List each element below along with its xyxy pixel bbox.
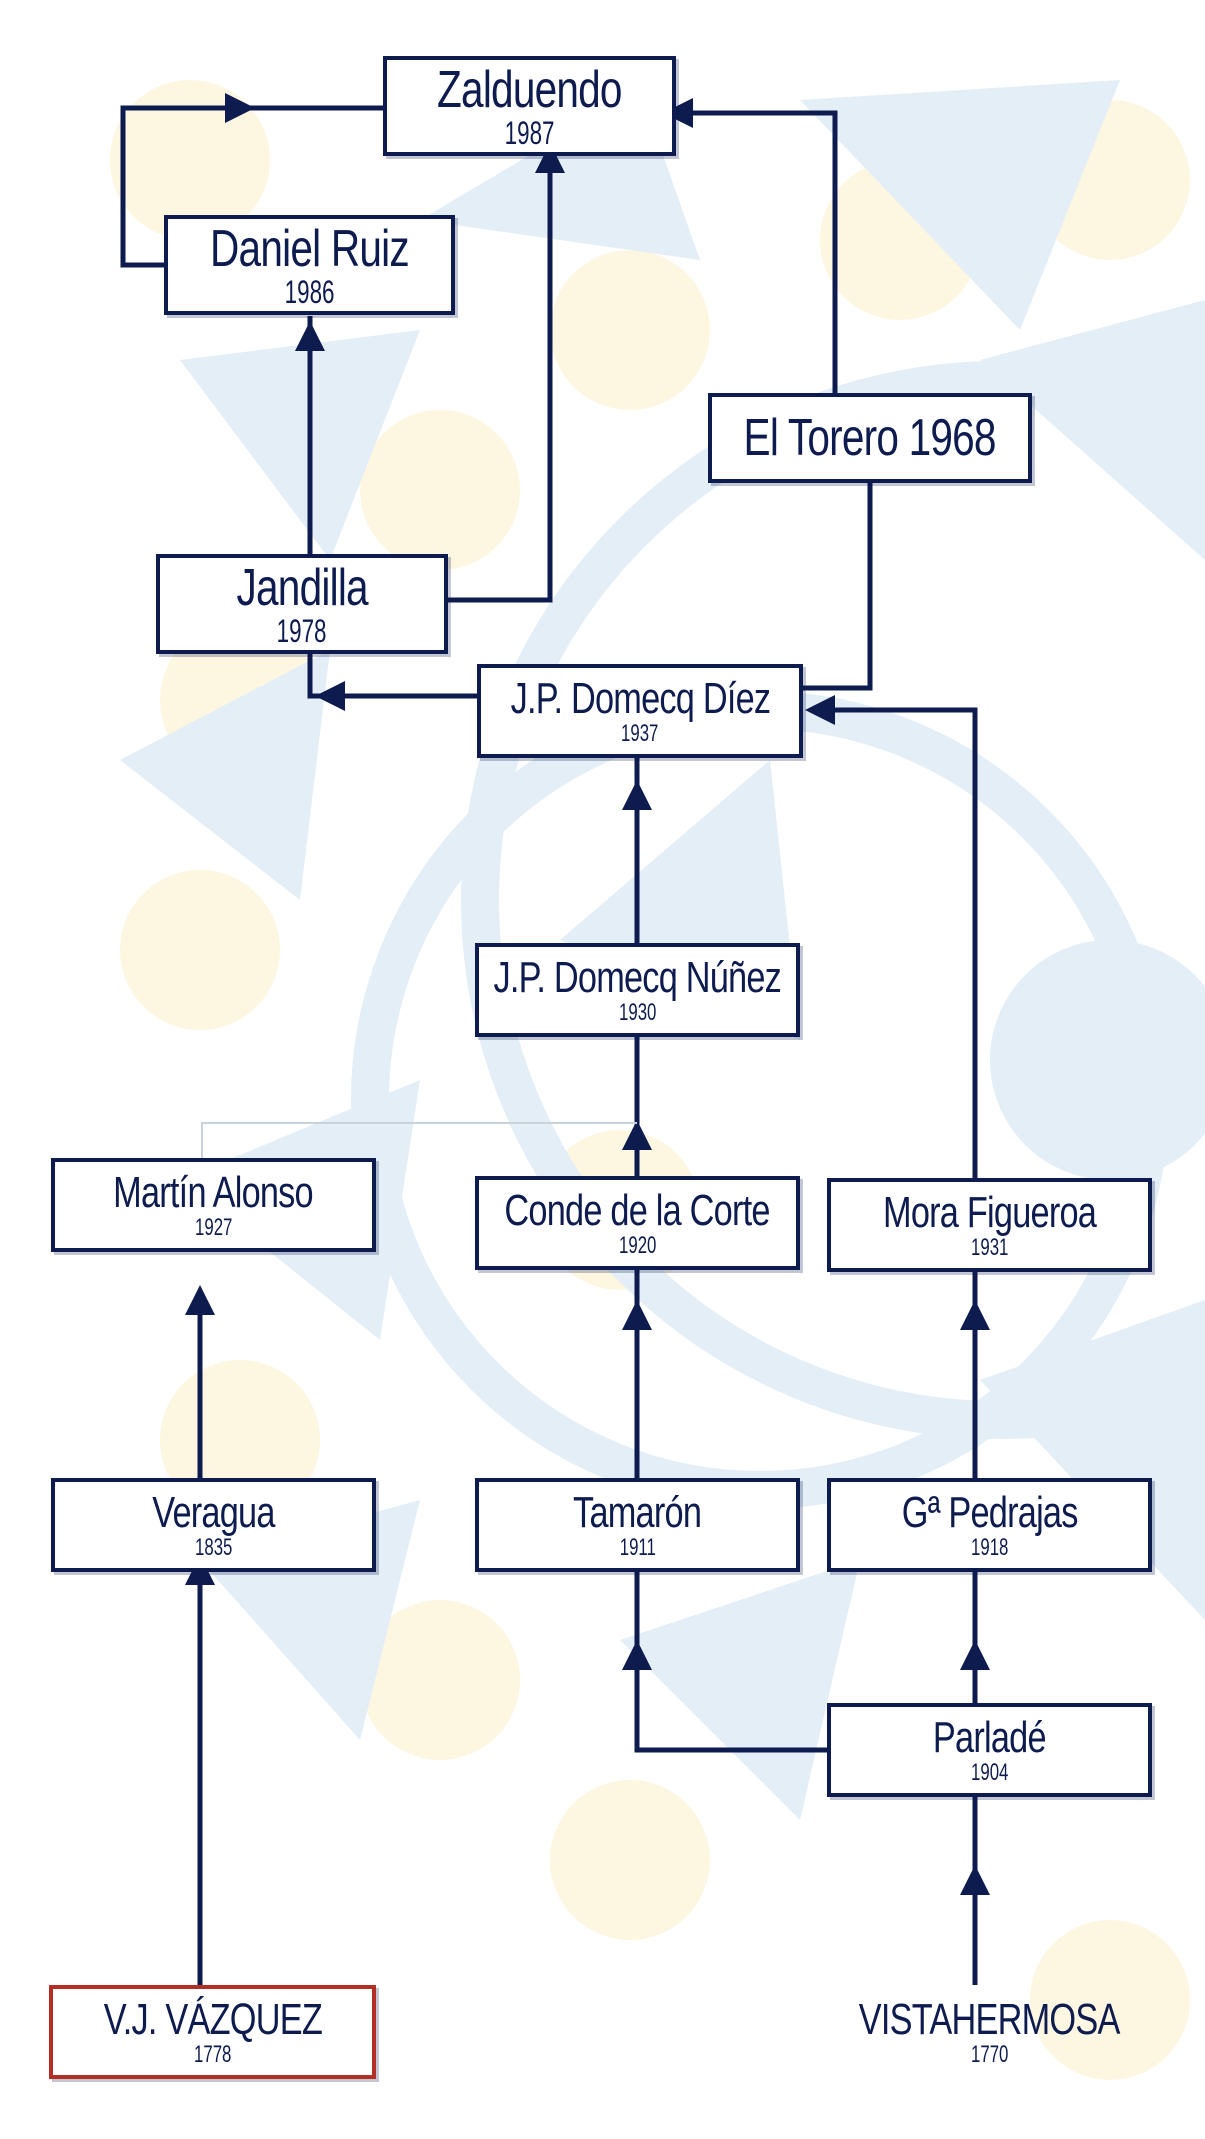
- node-year: 1770: [970, 2040, 1009, 2068]
- node-year: 1931: [970, 1233, 1009, 1261]
- node-name: J.P. Domecq Núñez: [493, 952, 782, 1002]
- link-torero-zalduendo: [672, 110, 838, 396]
- faint-link-martin-conde: [201, 1122, 637, 1160]
- node-parlade: Parladé 1904: [827, 1703, 1152, 1797]
- node-name: VISTAHERMOSA: [859, 1994, 1121, 2044]
- link-mora-diez: [826, 707, 978, 1182]
- node-year: 1911: [619, 1533, 656, 1561]
- node-year: 1937: [621, 719, 659, 747]
- node-daniel-ruiz: Daniel Ruiz 1986: [164, 215, 455, 315]
- node-mora-figueroa: Mora Figueroa 1931: [827, 1178, 1152, 1272]
- node-name: Veragua: [152, 1487, 275, 1537]
- node-year: 1920: [618, 1231, 657, 1259]
- node-vistahermosa: VISTAHERMOSA 1770: [827, 1985, 1152, 2079]
- node-name: Jandilla: [236, 558, 368, 617]
- node-name: Tamarón: [573, 1487, 702, 1537]
- node-martin-alonso: Martín Alonso 1927: [51, 1158, 376, 1252]
- node-year: 1978: [277, 612, 327, 649]
- node-name: Conde de la Corte: [504, 1185, 771, 1235]
- node-ga-pedrajas: Gª Pedrajas 1918: [827, 1478, 1152, 1572]
- node-name: Mora Figueroa: [882, 1187, 1097, 1237]
- node-name: V.J. VÁZQUEZ: [103, 1994, 322, 2044]
- node-jandilla: Jandilla 1978: [156, 554, 448, 654]
- link-diez-torero: [800, 480, 873, 691]
- node-year: 1986: [284, 273, 335, 310]
- node-tamaron: Tamarón 1911: [475, 1478, 800, 1572]
- node-name: Daniel Ruiz: [210, 219, 410, 278]
- node-name: Zalduendo: [437, 60, 622, 119]
- node-year: 1987: [504, 114, 555, 151]
- link-diez-jandilla: [307, 653, 478, 699]
- link-parlade-tamaron: [634, 1570, 828, 1753]
- node-zalduendo: Zalduendo 1987: [383, 56, 676, 156]
- node-conde-de-la-corte: Conde de la Corte 1920: [475, 1176, 800, 1270]
- node-name: Martín Alonso: [113, 1167, 314, 1217]
- node-name: Gª Pedrajas: [901, 1487, 1079, 1537]
- link-jandilla-zalduendo: [445, 160, 553, 603]
- node-vj-vazquez: V.J. VÁZQUEZ 1778: [49, 1985, 376, 2079]
- node-year: 1918: [970, 1533, 1009, 1561]
- node-year: 1904: [970, 1758, 1009, 1786]
- node-name: El Torero 1968: [743, 409, 997, 467]
- node-year: 1930: [618, 998, 657, 1026]
- node-name: Parladé: [933, 1712, 1047, 1762]
- node-name: J.P. Domecq Díez: [510, 673, 770, 723]
- node-veragua: Veragua 1835: [51, 1478, 376, 1572]
- node-el-torero: El Torero 1968: [708, 393, 1032, 483]
- node-jp-domecq-diez: J.P. Domecq Díez 1937: [477, 664, 803, 758]
- node-year: 1778: [193, 2040, 232, 2068]
- node-year: 1835: [194, 1533, 233, 1561]
- node-jp-domecq-nunez: J.P. Domecq Núñez 1930: [475, 943, 800, 1037]
- node-year: 1927: [194, 1213, 233, 1241]
